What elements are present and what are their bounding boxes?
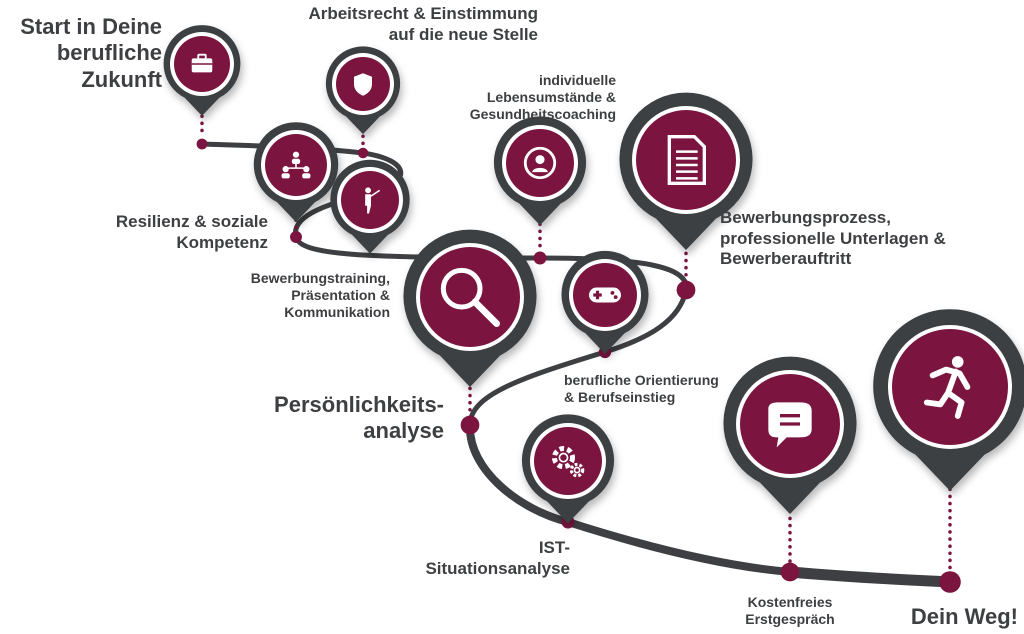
pin-lebensumstaende [493,116,587,265]
pin-ist [521,414,615,529]
path-marker-dot [460,415,480,435]
person-icon [523,146,557,180]
gears-icon [551,446,585,478]
shield-icon [354,73,372,96]
pin-disc [636,110,736,210]
pin-kostenfrei [723,356,857,582]
label-ist: IST- Situationsanalyse [425,538,570,578]
pin-persoenlichkeit [403,229,537,435]
pin-disc [420,247,520,347]
briefcase-icon [191,53,213,73]
path-marker-dot [290,231,302,243]
label-persoenlichkeit: Persönlichkeits- analyse [274,392,444,444]
chat-bubble-icon [768,402,812,448]
label-bewerbungsprozess: Bewerbungsprozess, professionelle Unterl… [720,208,946,269]
pin-resilienz [253,122,339,243]
road-mid-segment [465,421,794,576]
document-icon [667,134,707,186]
label-ziel: Dein Weg! [910,604,1018,629]
path-marker-dot [533,251,547,265]
pin-bewerbungstraining [330,159,410,254]
network-people-icon [281,151,311,179]
label-start: Start in Deine berufliche Zukunft [20,14,162,92]
label-lebensumstaende: individuelle Lebensumstände & Gesundheit… [469,72,616,123]
running-person-icon [923,356,971,419]
path-marker-dot [780,562,800,582]
path-marker-dot [939,571,961,593]
road-end-segment [784,566,956,588]
presenter-icon [365,187,381,214]
gamepad-icon [589,287,621,303]
label-orientierung: berufliche Orientierung & Berufseinstieg [564,372,719,406]
pin-arbeitsrecht [325,46,401,159]
path-marker-dot [676,280,696,300]
pin-ziel [873,309,1024,593]
label-resilienz: Resilienz & soziale Kompetenz [115,212,268,252]
path-marker-dot [357,147,369,159]
path-marker-dot [196,138,208,150]
pin-start [163,25,241,150]
pin-disc [534,427,602,495]
pin-orientierung [561,250,649,359]
label-bewerbungstraining: Bewerbungstraining, Präsentation & Kommu… [250,270,390,321]
pin-bewerbungsprozess [619,92,753,300]
label-arbeitsrecht: Arbeitsrecht & Einstimmung auf die neue … [308,4,538,44]
magnifier-icon [440,267,501,328]
label-kostenfrei: Kostenfreies Erstgespräch [745,594,835,628]
